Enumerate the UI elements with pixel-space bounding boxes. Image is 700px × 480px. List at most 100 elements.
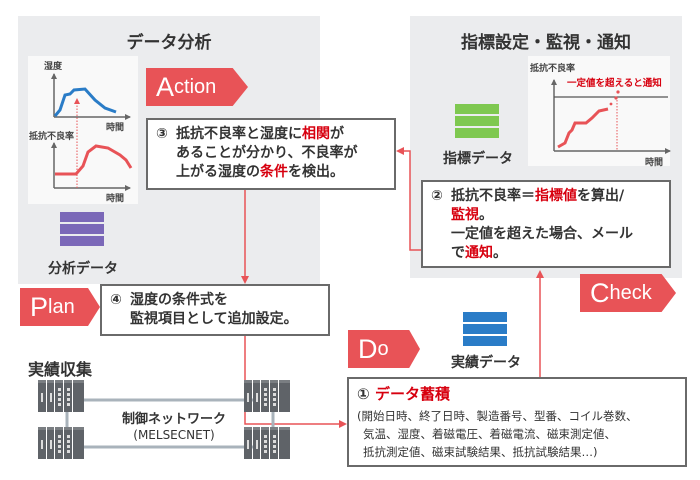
plc-module bbox=[46, 427, 55, 459]
step2-text: 。 bbox=[493, 245, 507, 261]
check-initial: C bbox=[590, 277, 610, 308]
threshold-data-line bbox=[557, 107, 609, 149]
plc-module bbox=[278, 427, 291, 459]
index-data-icon bbox=[455, 104, 499, 140]
plc-module bbox=[72, 427, 85, 459]
defect-xlabel: 時間 bbox=[106, 192, 124, 204]
analysis-chart-card bbox=[28, 56, 138, 204]
plc-module bbox=[261, 380, 269, 412]
step2-text: で bbox=[451, 245, 465, 261]
step1-box: ① データ蓄積 (開始日時、終了日時、製造番号、型番、コイル巻数、 気温、湿度、… bbox=[347, 377, 687, 467]
plc-module bbox=[72, 380, 85, 412]
step1-detail-line: 気温、湿度、着磁電圧、着磁電流、磁束測定値、 bbox=[363, 427, 616, 441]
index-data-label: 指標データ bbox=[443, 151, 513, 167]
step2-text: 一定値を超えた場合、メール bbox=[451, 226, 633, 242]
step3-box: ③ 抵抗不良率と湿度に相関が あることが分かり、不良率が 上がる湿度の条件を検出… bbox=[146, 118, 396, 190]
db-layer bbox=[455, 128, 499, 138]
plc-module bbox=[38, 380, 46, 412]
threshold-point bbox=[616, 90, 620, 94]
plc-unit bbox=[38, 380, 85, 412]
step1-number: ① bbox=[357, 385, 370, 403]
plc-module bbox=[252, 427, 261, 459]
step4-number: ④ bbox=[110, 292, 122, 308]
db-layer bbox=[463, 312, 507, 322]
do-initial: D bbox=[358, 333, 378, 364]
step3-text: 抵抗不良率と湿度に bbox=[176, 126, 302, 142]
db-layer bbox=[455, 116, 499, 126]
step2-text: 。 bbox=[479, 207, 493, 223]
plc-module bbox=[63, 427, 72, 459]
humidity-line bbox=[53, 87, 117, 117]
db-layer bbox=[455, 104, 499, 114]
plc-module bbox=[269, 380, 278, 412]
plc-module bbox=[269, 427, 278, 459]
plc-module bbox=[46, 380, 55, 412]
step3-number: ③ bbox=[156, 126, 168, 142]
defect-chart: 抵抗不良率 時間 bbox=[29, 98, 133, 204]
step4-box: ④ 湿度の条件式を 監視項目として追加設定。 bbox=[100, 284, 330, 336]
step1-title: データ蓄積 bbox=[374, 385, 450, 403]
network-protocol: (MELSECNET) bbox=[133, 428, 215, 442]
step3-text: あることが分かり、不良率が bbox=[176, 145, 358, 161]
threshold-chart: 抵抗不良率 時間 一定値を超えると通知 bbox=[530, 62, 671, 168]
plc-module bbox=[38, 427, 46, 459]
network-name: 制御ネットワーク bbox=[121, 412, 226, 427]
step2-number: ② bbox=[431, 188, 443, 204]
plc-unit bbox=[38, 427, 85, 459]
do-rest: o bbox=[377, 337, 389, 360]
plan-initial: P bbox=[30, 291, 49, 322]
step1-detail-line: (開始日時、終了日時、製造番号、型番、コイル巻数、 bbox=[357, 409, 638, 423]
step4-text: 湿度の条件式を bbox=[130, 292, 228, 308]
step4-text: 監視項目として追加設定。 bbox=[130, 311, 298, 327]
plc-module bbox=[261, 427, 269, 459]
humidity-xlabel: 時間 bbox=[106, 121, 124, 133]
plc-module bbox=[55, 380, 63, 412]
step3-emphasis-correlation: 相関 bbox=[302, 126, 330, 142]
db-layer bbox=[463, 336, 507, 346]
step2-emphasis-monitor: 監視 bbox=[451, 207, 479, 223]
plc-module bbox=[252, 380, 261, 412]
plc-module bbox=[278, 380, 291, 412]
analysis-data-label: 分析データ bbox=[48, 261, 118, 277]
results-data-icon bbox=[463, 312, 507, 348]
analysis-panel-title: データ分析 bbox=[126, 33, 212, 53]
defect-line bbox=[55, 144, 133, 176]
monitoring-panel-title: 指標設定・監視・通知 bbox=[461, 33, 631, 53]
results-data-label: 実績データ bbox=[451, 355, 521, 371]
step2-emphasis-notify: 通知 bbox=[465, 245, 493, 261]
step1-detail-line: 抵抗測定値、磁束試験結果、抵抗試験結果…) bbox=[363, 445, 598, 459]
step3-text: を検出。 bbox=[288, 164, 344, 180]
db-layer bbox=[60, 212, 104, 222]
step2-box: ② 抵抗不良率＝指標値を算出/ 監視。 一定値を超えた場合、メール で通知。 bbox=[421, 180, 671, 268]
db-layer bbox=[463, 324, 507, 334]
step3-text: が bbox=[330, 126, 344, 142]
correlation-marker-head bbox=[74, 98, 80, 104]
collection-title: 実績収集 bbox=[28, 360, 93, 379]
arrow-plan-to-do bbox=[244, 336, 347, 428]
plc-unit bbox=[244, 380, 291, 412]
humidity-ylabel: 湿度 bbox=[44, 60, 63, 72]
step2-emphasis-index: 指標値 bbox=[535, 188, 577, 204]
db-layer bbox=[60, 236, 104, 246]
step2-text: を算出/ bbox=[577, 188, 625, 204]
step2-text: 抵抗不良率＝ bbox=[451, 188, 535, 204]
plc-module bbox=[244, 427, 252, 459]
threshold-point bbox=[609, 102, 613, 106]
analysis-data-icon bbox=[60, 212, 104, 248]
plc-module bbox=[244, 380, 252, 412]
plc-unit bbox=[244, 427, 291, 459]
plc-module bbox=[63, 380, 72, 412]
plc-module bbox=[55, 427, 63, 459]
action-initial: A bbox=[156, 71, 175, 102]
db-layer bbox=[60, 224, 104, 234]
defect-ylabel: 抵抗不良率 bbox=[29, 130, 74, 142]
step3-emphasis-condition: 条件 bbox=[260, 164, 288, 180]
check-rest: heck bbox=[609, 281, 652, 304]
step3-text: 上がる湿度の bbox=[176, 164, 260, 180]
arrow-check-to-action bbox=[396, 147, 422, 251]
